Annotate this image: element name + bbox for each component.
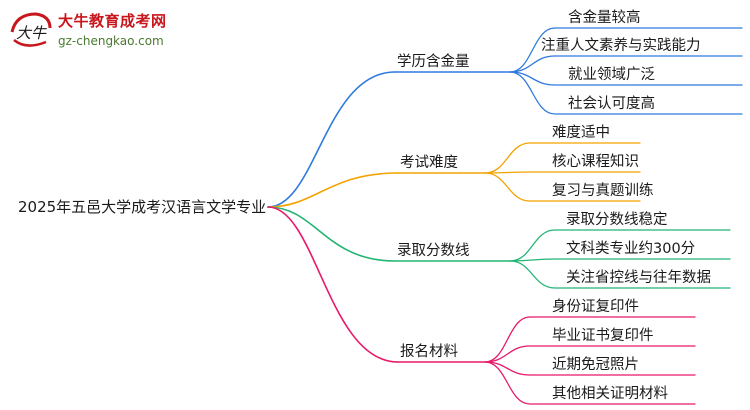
leaf-label: 身份证复印件 <box>552 299 639 315</box>
leaf-label: 就业领域广泛 <box>568 67 655 83</box>
logo-mark-text: 大牛 <box>16 24 47 42</box>
logo-url: gz-chengkao.com <box>58 34 164 48</box>
leaf-label: 难度适中 <box>552 125 610 141</box>
leaf-connector <box>509 71 743 86</box>
leaf-label: 社会认可度高 <box>568 96 655 112</box>
logo-name: 大牛教育成考网 <box>58 12 167 30</box>
leaf-connector <box>484 316 696 363</box>
leaf-label: 关注省控线与往年数据 <box>566 270 711 286</box>
leaf-connector <box>484 345 696 363</box>
leaf-label: 录取分数线稳定 <box>566 212 668 228</box>
leaf-connector <box>509 258 731 262</box>
branch-connector <box>267 71 396 208</box>
branch-connector <box>267 206 396 262</box>
leaf-label: 复习与真题训练 <box>552 183 654 199</box>
site-logo: 大牛 大牛教育成考网 gz-chengkao.com <box>6 6 206 58</box>
branch-label-exam-difficulty: 考试难度 <box>400 155 458 171</box>
leaf-connector <box>484 361 696 405</box>
leaf-label: 近期免冠照片 <box>552 357 639 373</box>
branch-label-admission-score: 录取分数线 <box>397 243 470 259</box>
branch-label-degree-value: 学历含金量 <box>397 54 470 70</box>
leaf-label: 含金量较高 <box>568 10 641 26</box>
leaf-label: 核心课程知识 <box>552 154 639 170</box>
leaf-connector <box>484 172 641 202</box>
leaf-connector <box>484 361 696 376</box>
branch-connector <box>267 172 399 208</box>
leaf-connector <box>484 142 641 174</box>
branch-connector <box>267 206 399 363</box>
root-topic: 2025年五邑大学成考汉语言文学专业 <box>18 198 267 216</box>
leaf-label: 文科类专业约300分 <box>566 241 696 257</box>
leaf-connector <box>509 55 743 73</box>
branch-label-application-materials: 报名材料 <box>400 344 458 360</box>
leaf-connector <box>509 229 731 262</box>
leaf-label: 毕业证书复印件 <box>552 328 654 344</box>
leaf-connector <box>509 27 743 73</box>
logo-mark-icon: 大牛 <box>10 12 52 47</box>
leaf-connector <box>509 260 731 289</box>
leaf-label: 注重人文素养与实践能力 <box>541 38 701 54</box>
leaf-label: 其他相关证明材料 <box>552 386 668 402</box>
leaf-connector <box>509 71 743 115</box>
leaf-connector <box>484 171 641 174</box>
